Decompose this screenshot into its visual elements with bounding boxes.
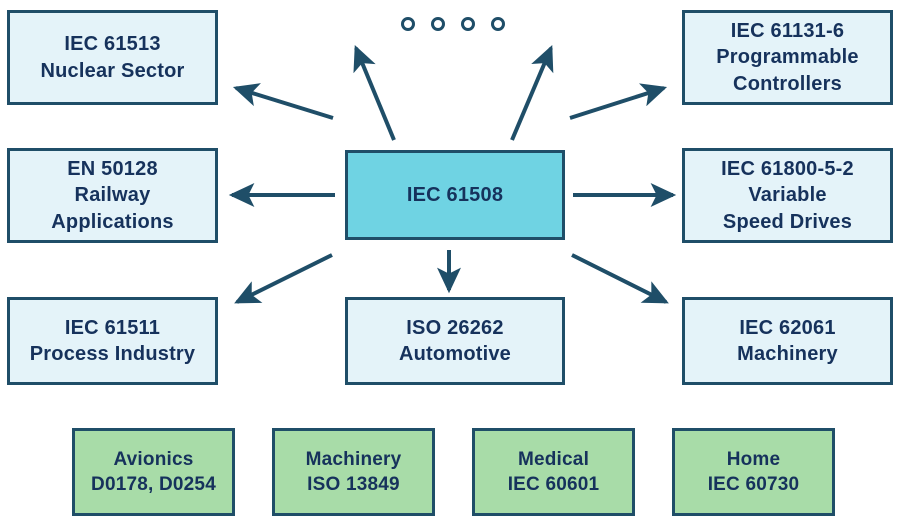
node-label-line: Controllers xyxy=(733,72,842,95)
node-label-line: Machinery xyxy=(737,343,838,365)
node-label-line: D0178, D0254 xyxy=(91,474,216,495)
node-label-line: Variable xyxy=(748,184,827,207)
node-label-line: IEC 61513 xyxy=(64,33,161,56)
node-label-line: ISO 26262 xyxy=(406,316,504,339)
node-label-line: EN 50128 xyxy=(67,157,158,180)
node-label-line: Applications xyxy=(51,210,174,233)
node-label-line: Avionics xyxy=(113,448,194,470)
node-label-line: Speed Drives xyxy=(722,210,853,233)
ellipsis-dot-icon xyxy=(461,17,475,31)
node-iec-61508[interactable]: IEC 61508 xyxy=(345,150,565,240)
node-label-line: IEC 61131-6 xyxy=(730,19,845,42)
arrow-to-machinery-icon xyxy=(571,253,669,304)
node-label-line: Programmable xyxy=(716,46,859,69)
node-label-line: IEC 61508 xyxy=(406,183,504,206)
node-label-line: IEC 61800-5-2 xyxy=(721,157,854,180)
ellipsis-dot-icon xyxy=(491,17,505,31)
arrow-to-dots-right-icon xyxy=(510,45,554,141)
node-label-line: IEC 60730 xyxy=(707,474,800,495)
ellipsis-dot-icon xyxy=(401,17,415,31)
node-label-line: Home xyxy=(726,448,781,470)
node-label-line: IEC 61511 xyxy=(64,316,161,339)
node-label-line: ISO 13849 xyxy=(307,474,400,495)
arrow-to-process-industry-icon xyxy=(234,253,333,304)
node-label-line: Machinery xyxy=(305,448,402,470)
node-label-line: Automotive xyxy=(399,343,511,365)
node-label-line: Process Industry xyxy=(29,343,196,365)
node-label-line: Nuclear Sector xyxy=(40,59,185,82)
arrow-to-programmable-controllers-icon xyxy=(569,83,668,120)
node-label-line: Medical xyxy=(517,448,590,470)
node-label-line: IEC 60601 xyxy=(507,474,600,495)
node-label-line: IEC 62061 xyxy=(739,316,836,339)
node-label-line: Railway xyxy=(74,184,151,207)
ellipsis-dot-icon xyxy=(431,17,445,31)
arrow-to-dots-left-icon xyxy=(353,45,396,141)
arrow-to-nuclear-icon xyxy=(232,83,334,120)
